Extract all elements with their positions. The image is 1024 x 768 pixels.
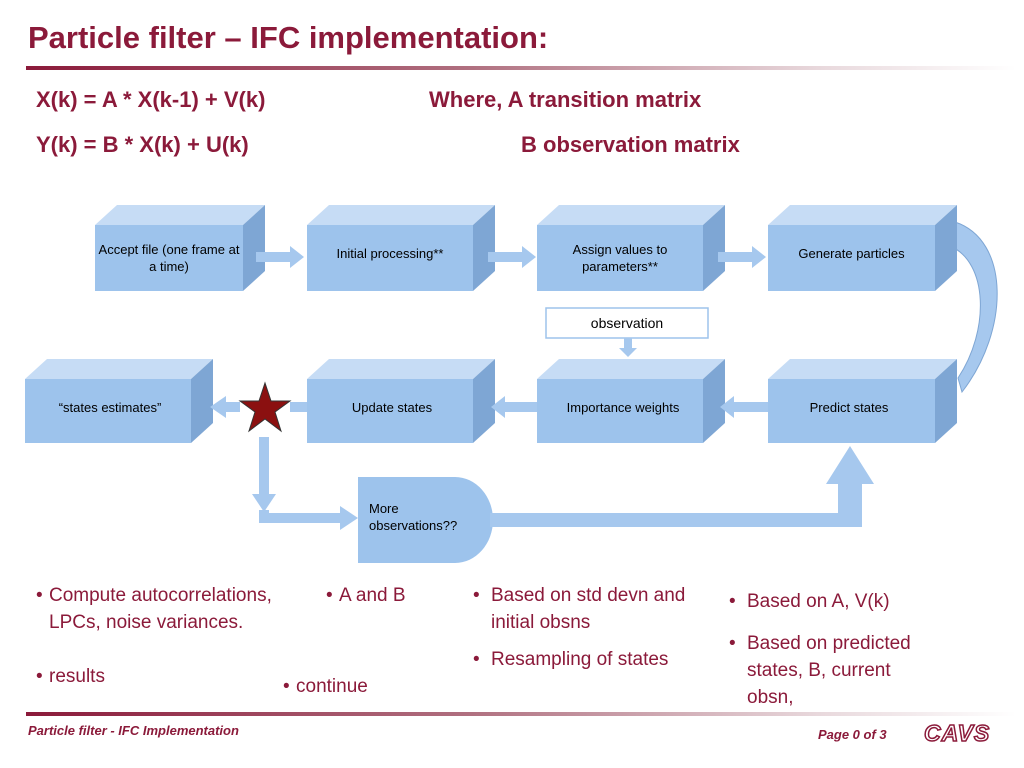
label-generate-particles: Generate particles [798, 245, 905, 261]
star-decision [238, 381, 292, 433]
bullets-col2b: continue [283, 673, 423, 700]
arrow-update-to-star [290, 402, 307, 412]
arrow-initial-to-assign [488, 246, 536, 268]
more-observations-shape [358, 477, 493, 563]
label-more-observations: More observations?? [369, 501, 458, 533]
arrow-accept-to-initial [256, 246, 304, 268]
bullet-item: Based on std devn and initial obsns [473, 582, 718, 636]
bullets-col3: Based on std devn and initial obsns Resa… [473, 582, 718, 673]
box-assign-values [537, 205, 725, 291]
bullet-item: Based on A, V(k) [729, 588, 929, 615]
bullet-item: A and B [326, 582, 446, 609]
label-importance-weights: Importance weights [566, 399, 680, 415]
box-update-states [307, 359, 495, 443]
arrow-importance-to-update [491, 396, 537, 418]
equation-observation: Y(k) = B * X(k) + U(k) [36, 132, 249, 157]
arrow-predict-to-importance [720, 396, 768, 418]
footer-title: Particle filter - IFC Implementation [28, 723, 239, 738]
page-title: Particle filter – IFC implementation: [28, 20, 549, 55]
label-initial-processing: Initial processing** [336, 245, 444, 261]
title-divider [26, 66, 1016, 70]
arrow-assign-to-generate [718, 246, 766, 268]
arrow-star-to-states-estimates [210, 396, 240, 418]
bullets-col2a: A and B [326, 582, 446, 609]
note-transition-matrix: Where, A transition matrix [429, 87, 702, 112]
note-observation-matrix: B observation matrix [521, 132, 740, 157]
arrow-to-more-observations [259, 506, 358, 530]
arrow-continue-to-predict [490, 446, 874, 527]
arrow-star-down [252, 437, 276, 512]
box-accept-file [95, 205, 265, 291]
curved-return-arrow [949, 221, 998, 394]
bullets-col1: Compute autocorrelations, LPCs, noise va… [36, 582, 321, 690]
bullet-item: Resampling of states [473, 646, 718, 673]
bullet-item: continue [283, 673, 423, 700]
page-number: Page 0 of 3 [818, 727, 887, 742]
footer-divider [26, 712, 1016, 716]
label-update-states: Update states [351, 399, 433, 415]
box-states-estimates [25, 359, 213, 443]
label-observation: observation [590, 315, 664, 331]
bullet-item: Based on predicted states, B, current ob… [729, 630, 929, 711]
label-predict-states: Predict states [809, 399, 889, 415]
equation-state: X(k) = A * X(k-1) + V(k) [36, 87, 266, 112]
bullet-item: results [36, 663, 321, 690]
label-states-estimates: “states estimates” [58, 399, 162, 415]
label-assign-values: Assign values to parameters** [572, 242, 668, 274]
box-generate-particles [768, 205, 957, 291]
bullets-col4: Based on A, V(k) Based on predicted stat… [729, 588, 929, 711]
box-predict-states [768, 359, 957, 443]
bullet-item: Compute autocorrelations, LPCs, noise va… [36, 582, 321, 636]
label-accept-file: Accept file (one frame at a time) [98, 242, 240, 274]
box-importance-weights [537, 359, 725, 443]
box-initial-processing [307, 205, 495, 291]
cavs-logo: CAVS [923, 719, 991, 747]
observation-box [545, 307, 709, 339]
arrow-observation-down [619, 338, 637, 357]
